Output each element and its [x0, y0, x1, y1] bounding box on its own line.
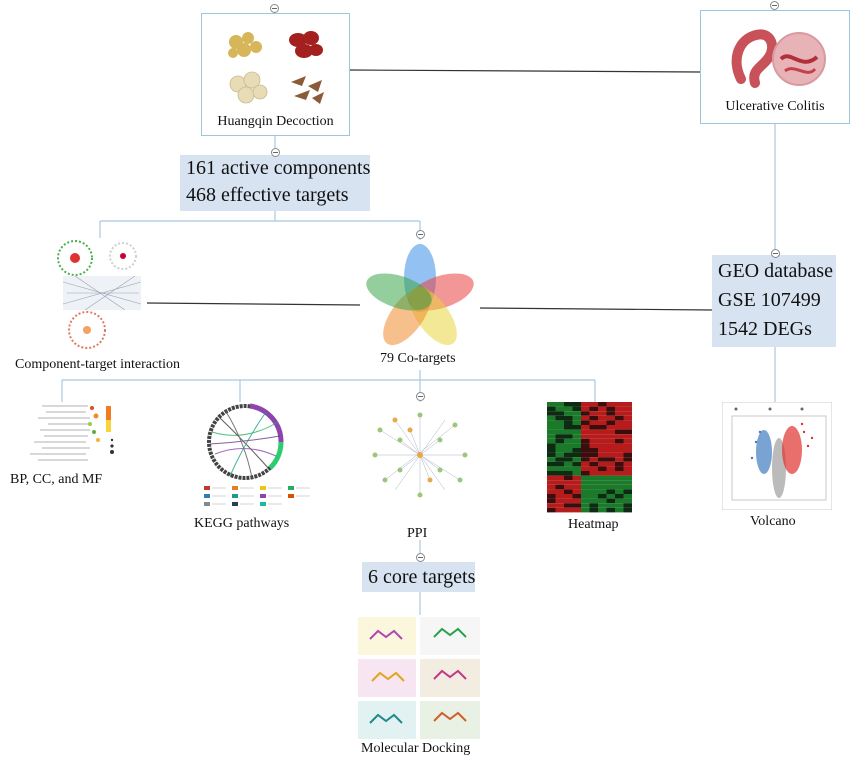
ppi-network-image: [372, 412, 468, 498]
collapse-toggle-icon[interactable]: [270, 4, 279, 13]
collapse-toggle-icon[interactable]: [416, 392, 425, 401]
collapse-toggle-icon[interactable]: [770, 1, 779, 10]
kegg-label: KEGG pathways: [194, 516, 290, 531]
geo-database-text: GEO database: [718, 260, 833, 282]
collapse-toggle-icon[interactable]: [416, 553, 425, 562]
venn-diagram-image: [366, 244, 474, 346]
kegg-chord-image: [204, 403, 310, 506]
geo-database-box: GEO database GSE 107499 1542 DEGs: [712, 255, 836, 347]
network-image: [57, 240, 142, 349]
gse-id-text: GSE 107499: [718, 289, 821, 311]
volcano-plot-image: [722, 402, 832, 510]
herbs-image: [228, 31, 324, 104]
colon-image: [731, 29, 826, 88]
co-targets-label: 79 Co-targets: [380, 351, 456, 366]
huangqin-decoction-label: Huangqin Decoction: [217, 114, 334, 129]
collapse-toggle-icon[interactable]: [416, 230, 425, 239]
huangqin-decoction-card: Huangqin Decoction: [201, 13, 350, 136]
degs-count-text: 1542 DEGs: [718, 318, 812, 340]
molecular-docking-label: Molecular Docking: [361, 741, 471, 756]
core-targets-text: 6 core targets: [368, 566, 476, 588]
collapse-toggle-icon[interactable]: [271, 148, 280, 157]
core-targets-box: 6 core targets: [362, 562, 475, 592]
active-components-box: 161 active components 468 effective targ…: [180, 155, 370, 211]
heatmap-image: [547, 402, 632, 513]
molecular-docking-image: [358, 617, 480, 739]
collapse-toggle-icon[interactable]: [771, 249, 780, 258]
active-components-text: 161 active components: [186, 157, 371, 179]
component-target-label: Component-target interaction: [15, 357, 180, 372]
effective-targets-text: 468 effective targets: [186, 184, 349, 206]
volcano-label: Volcano: [750, 514, 796, 529]
heatmap-label: Heatmap: [568, 517, 619, 532]
ulcerative-colitis-card: Ulcerative Colitis: [700, 10, 850, 124]
go-label: BP, CC, and MF: [10, 472, 103, 487]
go-enrichment-image: [30, 405, 114, 461]
ulcerative-colitis-label: Ulcerative Colitis: [725, 99, 825, 114]
ppi-label: PPI: [407, 526, 428, 541]
